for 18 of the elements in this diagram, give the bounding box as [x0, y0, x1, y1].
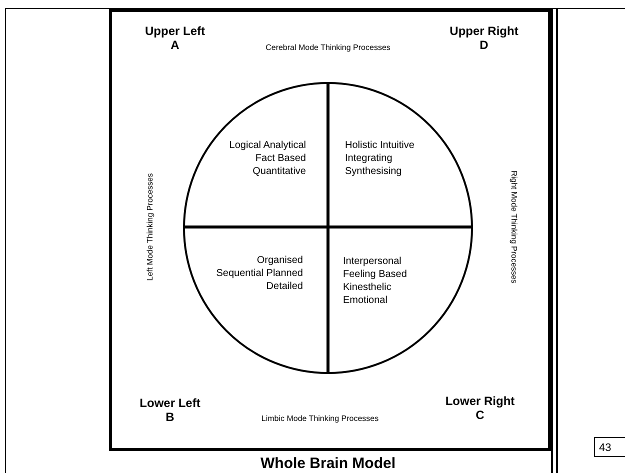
quadrant-heading: Lower Right	[444, 394, 516, 408]
mode-label: Right Mode Thinking Processes	[510, 170, 518, 284]
quadrant-letter: D	[478, 38, 490, 52]
quadrant-letter: B	[164, 410, 176, 424]
quadrant-text: Interpersonal Feeling Based Kinesthelic Emotional	[343, 255, 433, 307]
mode-label: Limbic Mode Thinking Processes	[260, 414, 380, 423]
page-number: 43	[594, 437, 625, 457]
mode-label: Left Mode Thinking Processes	[146, 173, 154, 281]
quadrant-heading: Upper Right	[448, 24, 520, 38]
quadrant-text: Logical Analytical Fact Based Quantitative	[216, 139, 306, 178]
quadrant-text: Organised Sequential Planned Detailed	[213, 254, 303, 293]
quadrant-heading: Upper Left	[144, 24, 206, 38]
quadrant-letter: C	[474, 408, 486, 422]
brain-circle	[183, 82, 473, 374]
mode-label: Cerebral Mode Thinking Processes	[264, 43, 392, 52]
quadrant-letter: A	[170, 38, 180, 52]
quadrant-heading: Lower Left	[138, 396, 202, 410]
quadrant-text: Holistic Intuitive Integrating Synthesising	[345, 139, 435, 178]
